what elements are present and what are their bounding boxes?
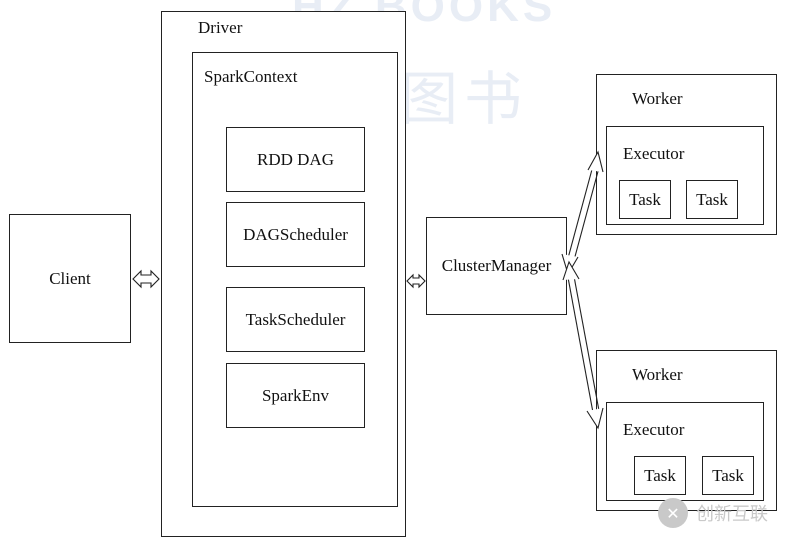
spark-env-label: SparkEnv <box>261 385 330 405</box>
spark-context-label: SparkContext <box>204 67 298 86</box>
task-scheduler-box: TaskScheduler <box>226 287 365 352</box>
client-box: Client <box>9 214 131 343</box>
task-label: Task <box>712 465 744 485</box>
brand-watermark-text: 创新互联 <box>696 504 768 525</box>
cluster-worker2-double-arrow <box>562 260 604 430</box>
task-box: Task <box>619 180 671 219</box>
worker-label: Worker <box>632 365 683 384</box>
cluster-manager-box: ClusterManager <box>426 217 567 315</box>
task-box: Task <box>634 456 686 495</box>
client-label: Client <box>49 268 91 288</box>
task-scheduler-label: TaskScheduler <box>245 309 346 329</box>
worker-label: Worker <box>632 89 683 108</box>
rdd-dag-label: RDD DAG <box>257 149 334 169</box>
task-label: Task <box>696 189 728 209</box>
cluster-worker1-double-arrow <box>561 150 604 276</box>
task-box: Task <box>702 456 754 495</box>
task-label: Task <box>629 189 661 209</box>
driver-label: Driver <box>198 18 243 37</box>
spark-env-box: SparkEnv <box>226 363 365 428</box>
executor-label: Executor <box>623 144 685 163</box>
cluster-manager-label: ClusterManager <box>441 256 552 275</box>
dag-scheduler-label: DAGScheduler <box>243 224 348 244</box>
driver-cluster-double-arrow <box>406 273 426 289</box>
dag-scheduler-box: DAGScheduler <box>226 202 365 267</box>
executor-label: Executor <box>623 420 685 439</box>
task-box: Task <box>686 180 738 219</box>
client-driver-double-arrow <box>132 269 160 289</box>
rdd-dag-box: RDD DAG <box>226 127 365 192</box>
brand-watermark: ✕ 创新互联 <box>658 498 768 528</box>
x-logo-icon: ✕ <box>658 498 688 528</box>
task-label: Task <box>644 465 676 485</box>
